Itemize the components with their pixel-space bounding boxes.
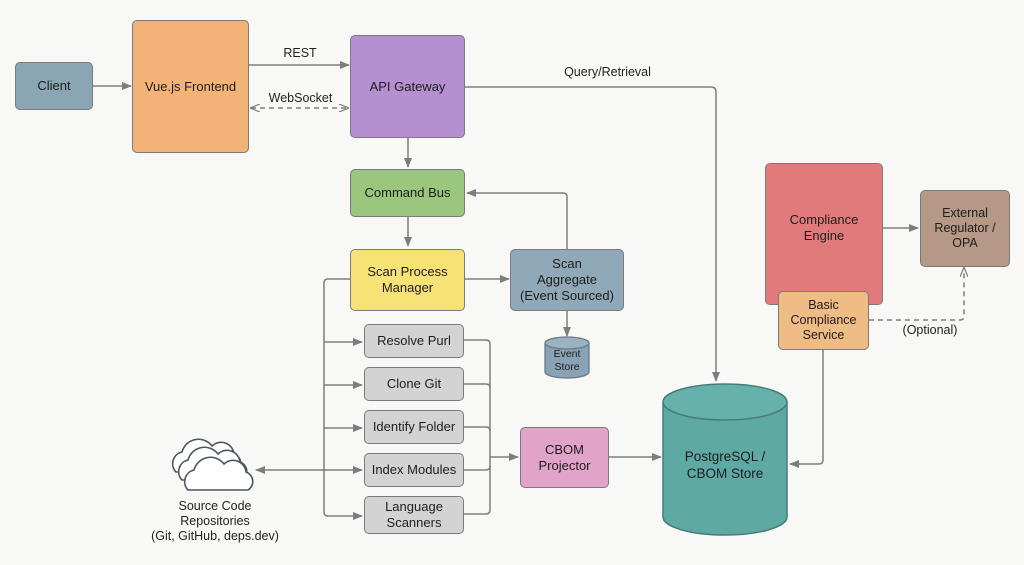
edge-query-retrieval — [465, 86, 720, 382]
cloud-icon — [171, 438, 254, 491]
task-index-modules: Index Modules — [364, 453, 464, 487]
event-store-label: Event Store — [553, 348, 581, 373]
task-clone-git: Clone Git — [364, 367, 464, 401]
external-regulator-node: External Regulator / OPA — [920, 190, 1010, 267]
api-gateway-node: API Gateway — [350, 35, 465, 138]
task-identify-folder: Identify Folder — [364, 410, 464, 444]
edge-optional — [869, 268, 964, 321]
edge-label-rest: REST — [283, 46, 317, 60]
edge-processmanager-bracket — [323, 278, 363, 520]
edge-label-websocket: WebSocket — [268, 91, 333, 105]
edge-tasks-merge — [464, 339, 491, 515]
compliance-engine-label: Compliance Engine — [789, 212, 859, 243]
scan-process-manager-node: Scan Process Manager — [350, 249, 465, 311]
client-node: Client — [15, 62, 93, 110]
postgres-label: PostgreSQL / CBOM Store — [684, 449, 766, 481]
command-bus-node: Command Bus — [350, 169, 465, 217]
basic-compliance-service-node: Basic Compliance Service — [778, 291, 869, 350]
event-store-cylinder — [544, 336, 590, 379]
scan-aggregate-node: Scan Aggregate (Event Sourced) — [510, 249, 624, 311]
edge-basic-postgres — [789, 350, 824, 468]
vuejs-frontend-node: Vue.js Frontend — [132, 20, 249, 153]
task-language-scanners: Language Scanners — [364, 496, 464, 534]
edge-label-optional: (Optional) — [902, 323, 958, 337]
edge-aggregate-commandbus — [466, 189, 568, 249]
task-resolve-purl: Resolve Purl — [364, 324, 464, 358]
source-repos-label: Source Code Repositories (Git, GitHub, d… — [151, 499, 279, 543]
cbom-projector-node: CBOM Projector — [520, 427, 609, 488]
edge-label-query-retrieval: Query/Retrieval — [564, 65, 651, 79]
postgres-cylinder — [662, 383, 788, 536]
compliance-engine-node: Compliance Engine — [765, 163, 883, 305]
